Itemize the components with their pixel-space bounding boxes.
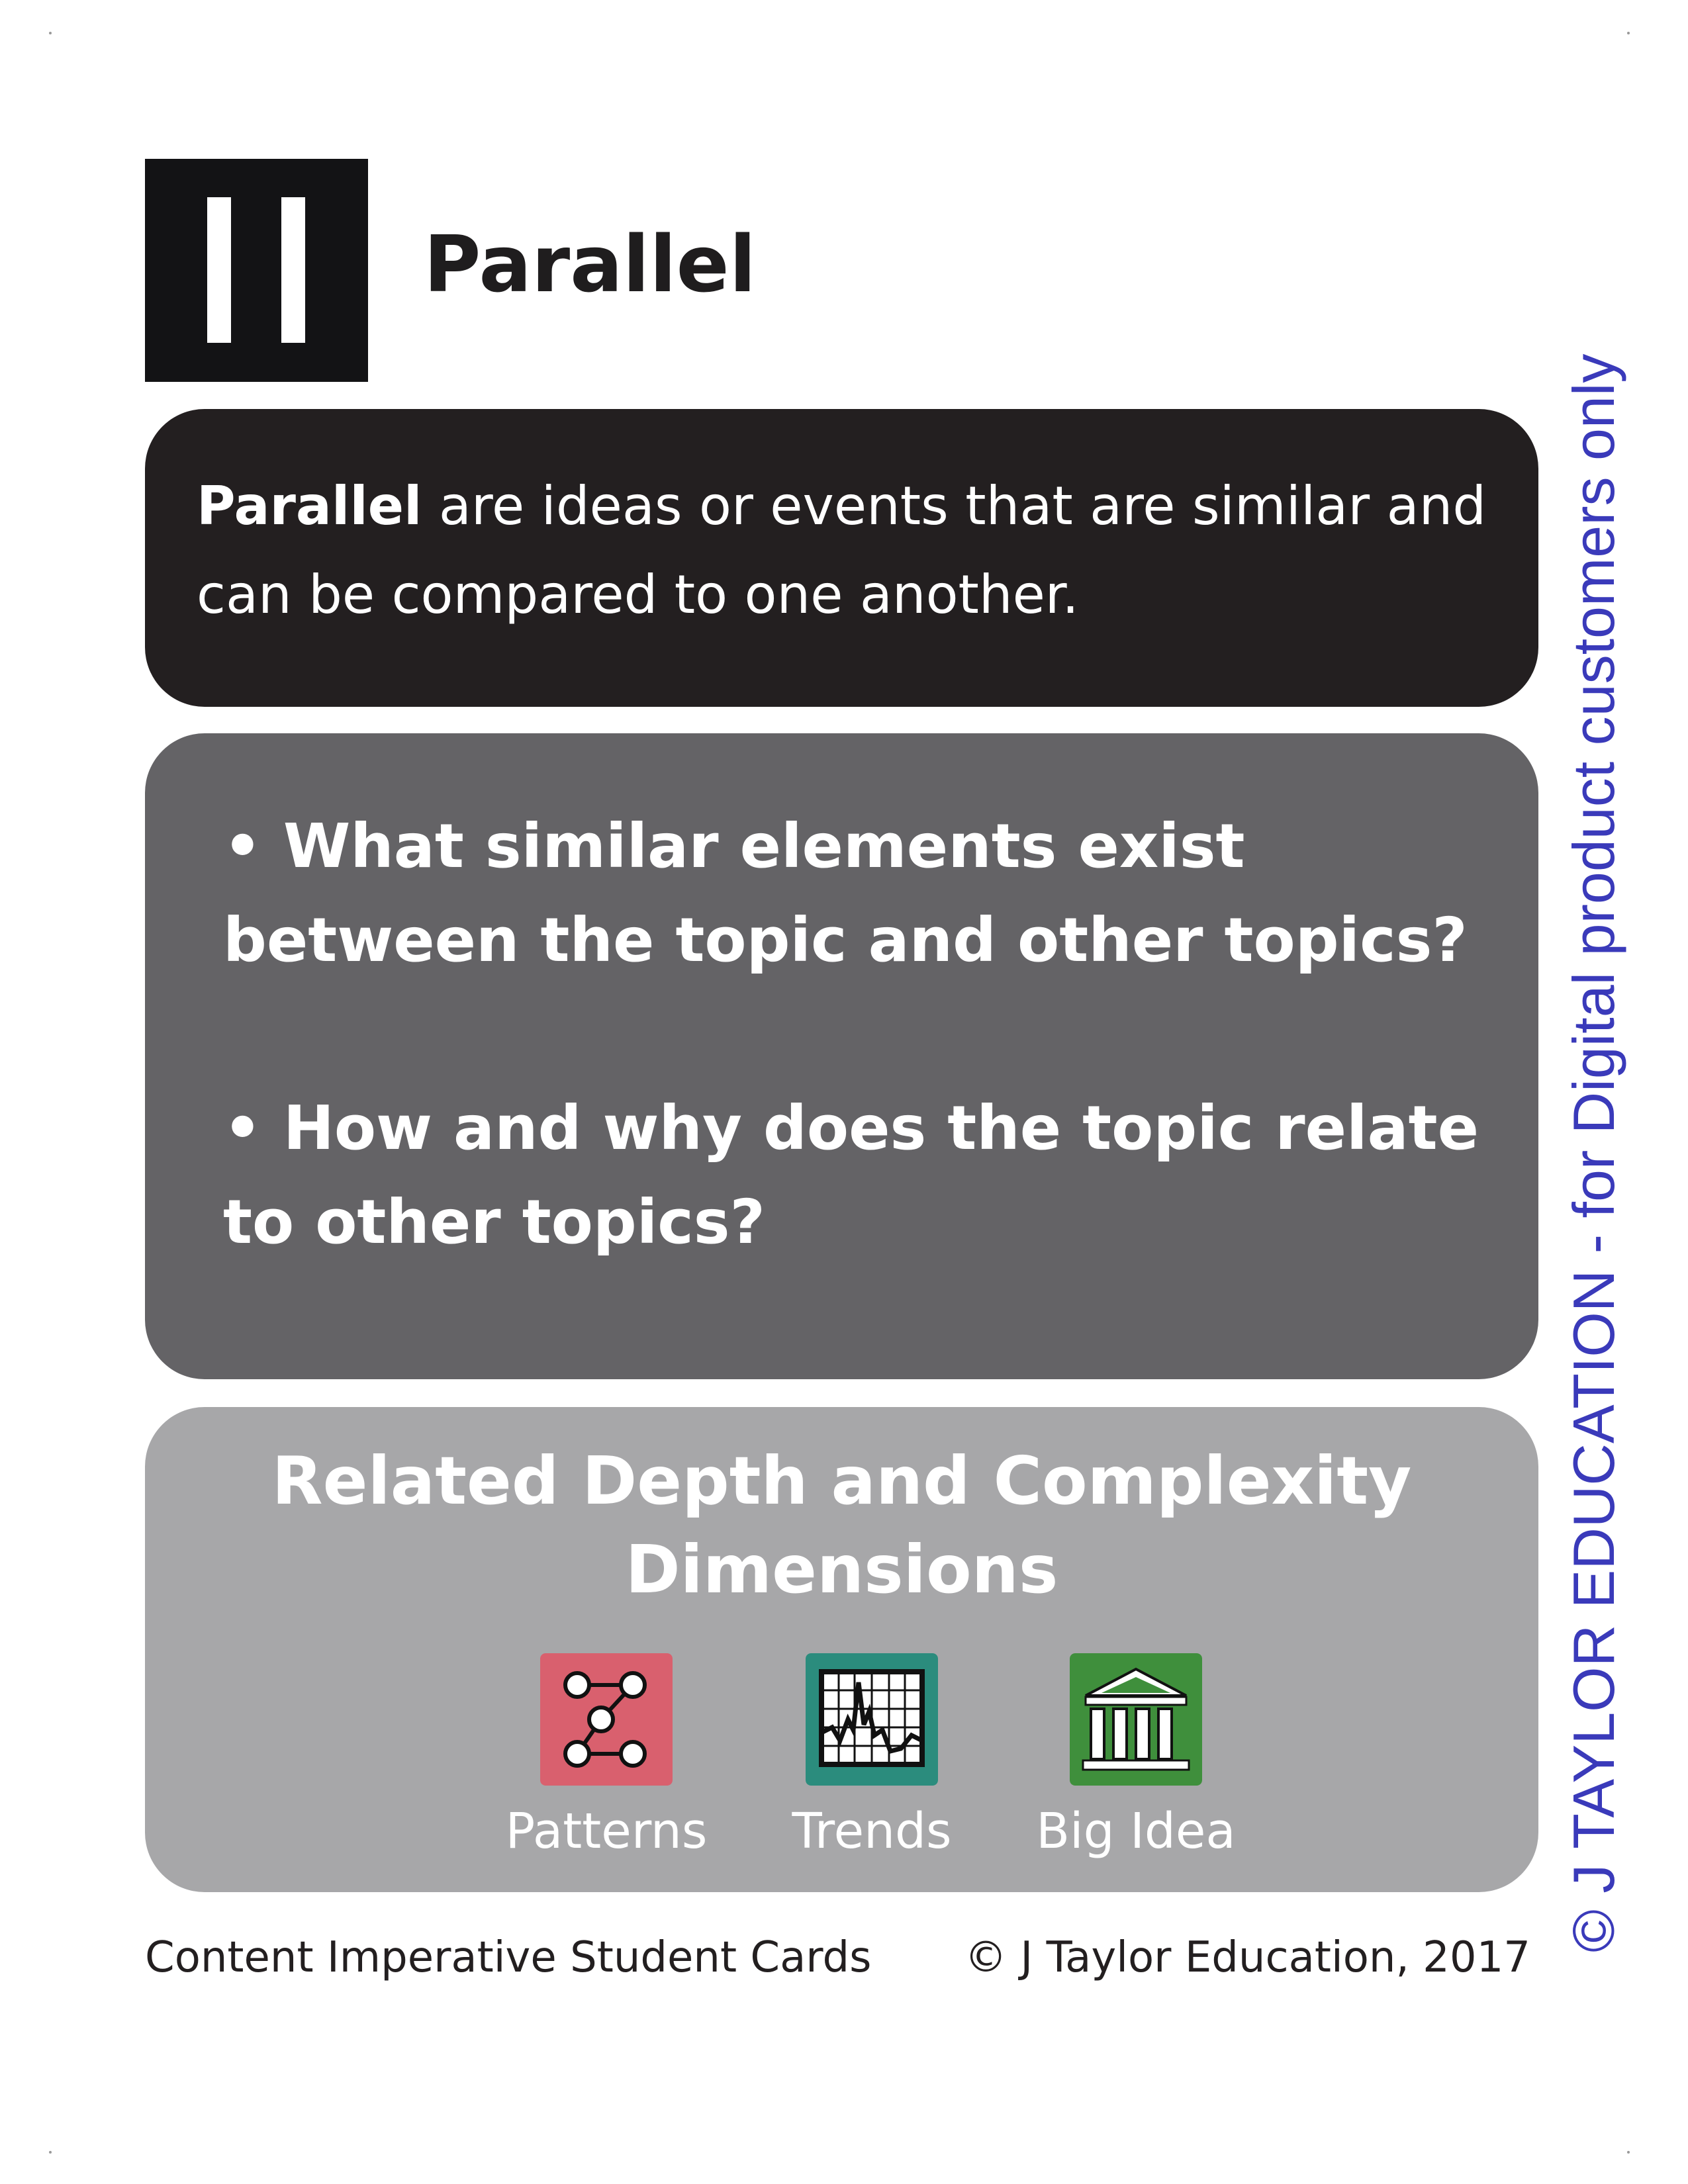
- questions-panel: • What similar elements exist between th…: [145, 733, 1538, 1379]
- dimension-big-idea: Big Idea: [1017, 1653, 1255, 1861]
- dimension-trends: Trends: [753, 1653, 991, 1861]
- question-item: • What similar elements exist between th…: [223, 811, 1468, 976]
- definition-text: Parallel are ideas or events that are si…: [197, 462, 1507, 639]
- related-heading: Related Depth and Complexity Dimensions: [271, 1442, 1412, 1608]
- question-item: • How and why does the topic relate to o…: [223, 1093, 1479, 1257]
- dimension-label: Trends: [792, 1803, 952, 1860]
- patterns-icon: [540, 1653, 673, 1786]
- dimension-label: Patterns: [505, 1803, 708, 1860]
- card-title: Parallel: [424, 218, 757, 310]
- definition-body: are ideas or events that are similar and…: [197, 475, 1487, 625]
- footer-series-name: Content Imperative Student Cards: [145, 1933, 872, 1982]
- copyright-watermark: © J TAYLOR EDUCATION - for Digital produ…: [1561, 353, 1626, 1952]
- definition-panel: Parallel are ideas or events that are si…: [145, 409, 1538, 707]
- footer-copyright: © J Taylor Education, 2017: [964, 1933, 1530, 1982]
- dimension-patterns: Patterns: [487, 1653, 726, 1861]
- big-idea-icon: [1070, 1653, 1202, 1786]
- parallel-bar-left: [207, 197, 231, 343]
- dimension-label: Big Idea: [1036, 1803, 1236, 1860]
- related-dimensions-panel: Related Depth and Complexity Dimensions …: [145, 1407, 1538, 1892]
- definition-term: Parallel: [197, 475, 422, 537]
- trends-icon: [806, 1653, 938, 1786]
- parallel-lines-icon: [145, 159, 368, 382]
- parallel-bar-right: [281, 197, 305, 343]
